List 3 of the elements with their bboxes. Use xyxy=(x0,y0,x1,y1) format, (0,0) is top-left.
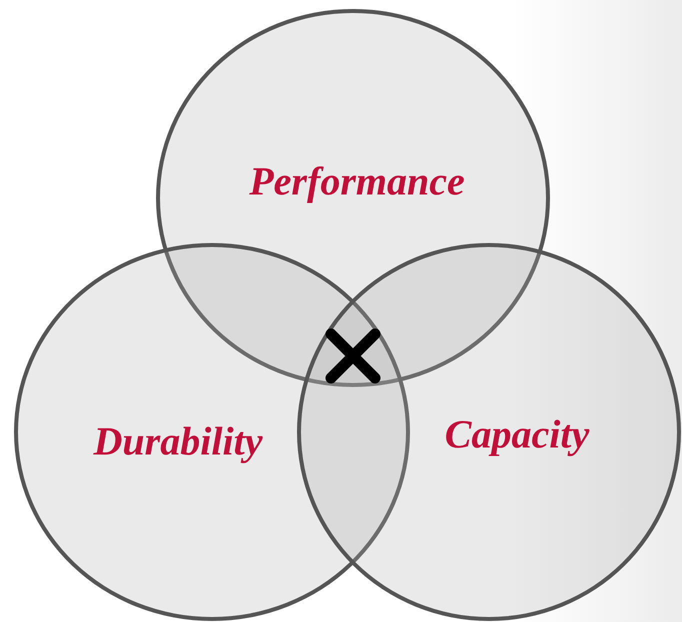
circle-label: Capacity xyxy=(444,410,590,458)
circle-label: Durability xyxy=(94,418,262,464)
circle-label: Performance xyxy=(249,158,465,204)
